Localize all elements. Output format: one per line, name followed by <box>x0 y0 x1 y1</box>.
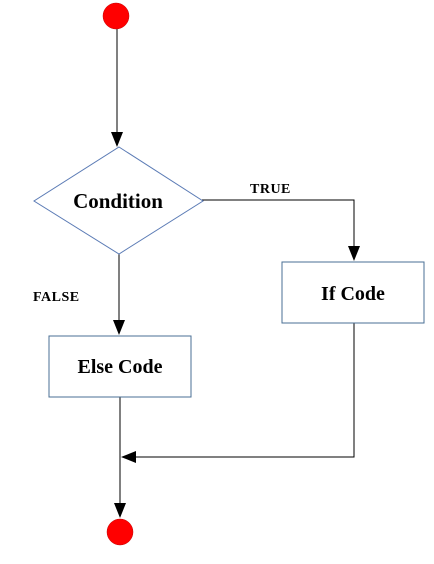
true-label: TRUE <box>250 182 291 197</box>
else-code-label: Else Code <box>78 356 163 378</box>
end-node <box>106 518 134 546</box>
arrowhead-if-to-merge <box>121 451 136 463</box>
if-code-label: If Code <box>321 283 385 305</box>
condition-node <box>33 146 204 255</box>
edge-if-to-merge <box>136 323 355 458</box>
else-code-node <box>48 335 192 398</box>
false-label: FALSE <box>33 290 80 305</box>
edge-condition-to-if <box>202 199 355 246</box>
start-node <box>102 2 130 30</box>
if-code-node <box>281 261 425 324</box>
arrowhead-start-to-condition <box>111 132 123 147</box>
arrowhead-condition-to-if <box>348 246 360 261</box>
arrowhead-else-to-end <box>114 503 126 518</box>
arrowhead-condition-to-else <box>113 320 125 335</box>
condition-label: Condition <box>73 189 163 213</box>
